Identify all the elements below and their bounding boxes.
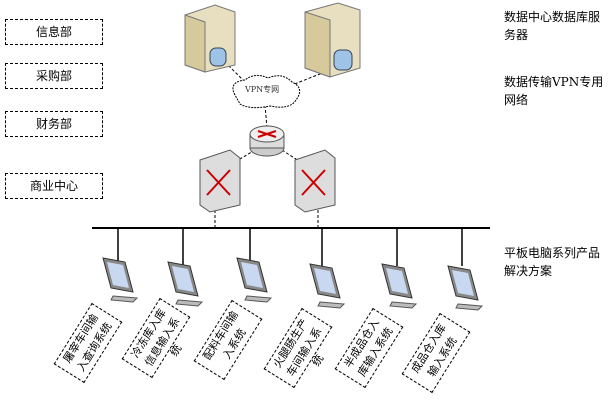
monitor-icon xyxy=(236,257,273,303)
monitor-icon xyxy=(167,261,204,307)
server-icon xyxy=(184,4,236,73)
monitor-icon xyxy=(381,263,418,309)
dept-info: 信息部 xyxy=(5,19,103,45)
switch-icon xyxy=(294,149,336,213)
monitor-icon xyxy=(102,257,139,303)
label-vpn: 数据传输VPN专用网络 xyxy=(504,75,604,107)
server-icon xyxy=(304,2,361,78)
dept-purchase: 采购部 xyxy=(5,63,103,89)
switch-icon xyxy=(199,149,241,213)
label-tablets: 平板电脑系列产品解决方案 xyxy=(504,246,601,278)
monitor-icon xyxy=(309,263,346,309)
label-servers: 数据中心数据库服务器 xyxy=(504,10,601,42)
router-icon xyxy=(249,125,285,157)
monitor-icon xyxy=(447,265,484,311)
dept-finance: 财务部 xyxy=(5,111,103,137)
cloud-icon xyxy=(232,74,301,109)
dept-business: 商业中心 xyxy=(5,173,103,199)
cloud-label: VPN专网 xyxy=(245,85,280,94)
